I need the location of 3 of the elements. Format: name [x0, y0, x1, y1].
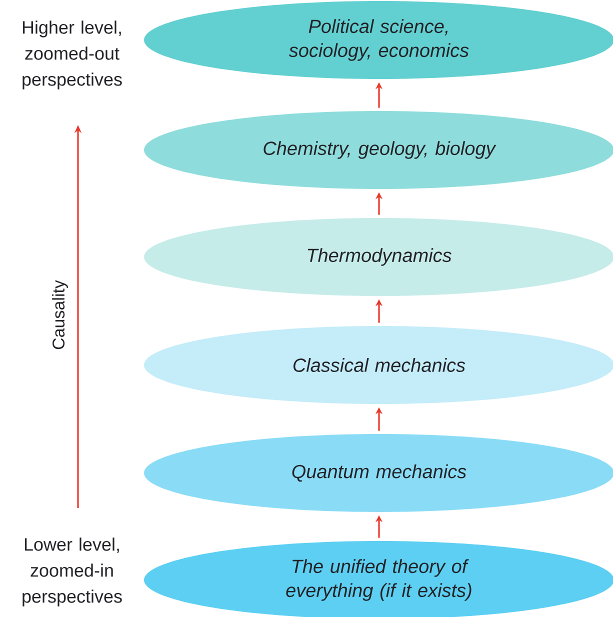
level-label: Higher level, zoomed-out perspectives: [22, 20, 122, 90]
level-label: Lower level, zoomed-in perspectives: [22, 538, 122, 606]
axis-label: Causality: [52, 280, 68, 350]
